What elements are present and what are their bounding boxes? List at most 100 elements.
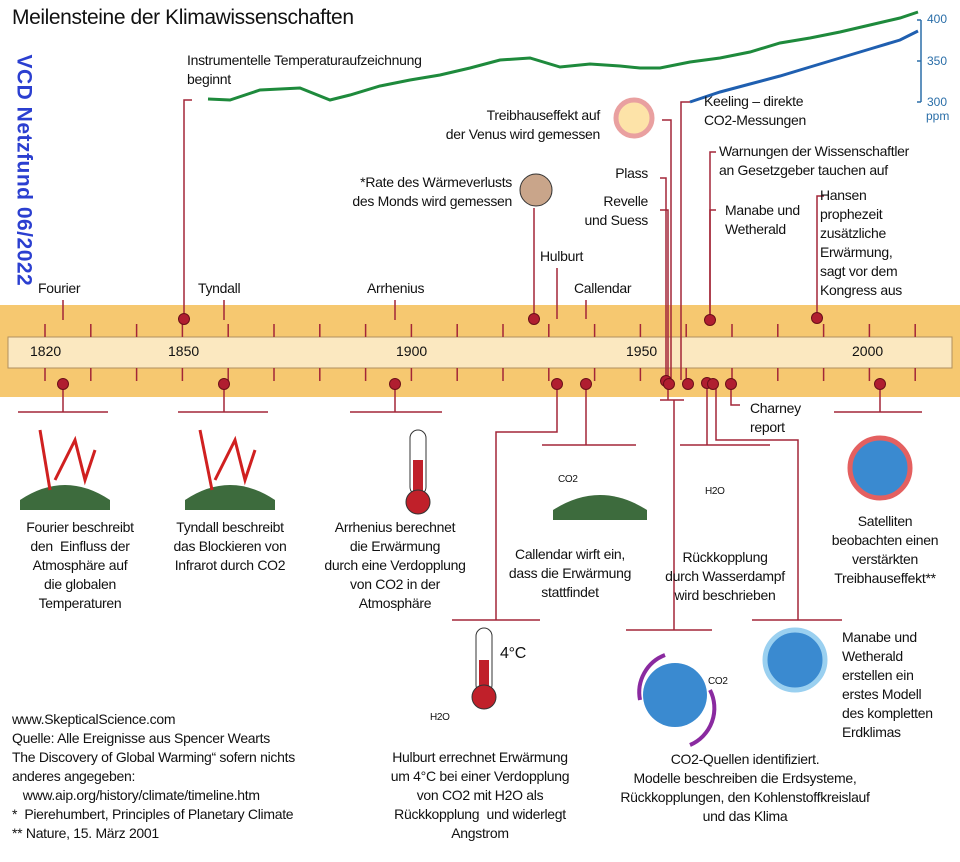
text-line: *Rate des Wärmeverlusts [360,174,512,190]
text-line: Callendar [574,280,632,296]
text-line: dass die Erwärmung [508,565,632,581]
ppm-tick-350: 350 [927,54,948,68]
text-line: durch eine Verdopplung [324,557,466,573]
page-title: Meilensteine der Klimawissenschaften [12,6,354,29]
year-label: 1820 [30,343,62,359]
text-line: Rückkopplung und widerlegt [394,806,566,822]
text-line: Manabe und [725,202,800,218]
text-line: Temperaturen [38,595,122,611]
label-fourier: Fourier [38,279,81,298]
text-line: das Blockieren von [173,538,287,554]
thermometer-4c-icon [471,627,497,710]
four-degrees-label: 4°C [500,645,526,662]
ppm-tick-300: 300 [927,95,948,109]
text-line: Hulburt errechnet Erwärmung [392,749,568,765]
text-line: report [750,419,785,435]
text-line: beginnt [187,71,231,87]
text-line: Treibhauseffekt auf [486,107,601,123]
text-line: Instrumentelle Temperaturaufzeichnung [187,52,422,68]
label-hulburt: Hulburt [540,247,583,266]
year-label: 2000 [852,343,884,359]
venus-icon [613,97,655,139]
text-line: Wetherald [842,648,903,664]
text-line: Angstrom [451,825,509,841]
text-line: Charney [750,400,801,416]
text-line: Atmosphäre [358,595,432,611]
label-arrhenius: Arrhenius [367,279,425,298]
text-line: Arrhenius [367,280,425,296]
text-line: durch Wasserdampf [665,568,785,584]
year-label: 1850 [168,343,200,359]
year-label: 1900 [396,343,428,359]
text-line: prophezeit [820,206,883,222]
text-line: den Einfluss der [30,538,130,554]
infrared-icon [20,429,110,510]
text-line: Kongress aus [820,282,903,298]
label-instrumental: Instrumentelle Temperaturaufzeichnung beg… [187,51,422,89]
earth-satellite-icon [847,435,913,501]
text-line: * Pierehumbert, Principles of Planetary … [12,806,294,822]
text-line: Revelle [603,193,648,209]
text-line: anderes angegeben: [12,768,136,784]
text-line: Tyndall [198,280,241,296]
text-line: Atmosphäre auf [32,557,128,573]
event-dots [57,312,886,390]
text-line: und das Klima [702,808,788,824]
text-line: Modelle beschreiben die Erdsysteme, [633,770,857,786]
climate-model-globe-icon [762,627,828,693]
text-line: www.aip.org/history/climate/timeline.htm [12,787,260,803]
text-line: Callendar wirft ein, [515,546,625,562]
text-line: die globalen [44,576,116,592]
label-revelle-suess: Revelle und Suess [570,192,649,230]
text-line: CO2-Quellen identifiziert. [670,751,820,767]
text-line: Plass [615,165,648,181]
ppm-axis [917,19,922,103]
infrared-co2-icon [185,429,275,510]
text-line: des kompletten [842,705,933,721]
text-line: um 4°C bei einer Verdopplung [390,768,570,784]
text-line: Satelliten [857,513,913,529]
text-line: Treibhauseffekt** [834,570,936,586]
ppm-tick-400: 400 [927,12,948,26]
moon-icon [519,173,553,207]
text-line: sagt vor dem [820,263,898,279]
text-line: an Gesetzgeber tauchen auf [719,162,888,178]
text-line: Infrarot durch CO2 [174,557,286,573]
text-line: Tyndall beschreibt [176,519,284,535]
text-line: ** Nature, 15. März 2001 [12,825,159,841]
caption-co2-quellen: CO2-Quellen identifiziert. Modelle beschr… [590,750,900,826]
text-line: Fourier [38,280,81,296]
text-line: erstellen ein [842,667,914,683]
label-plass: Plass [600,164,648,183]
text-line: von CO2 mit H2O als [416,787,544,803]
text-line: Keeling – direkte [704,93,804,109]
connector-lines [18,99,922,631]
text-line: Wetherald [725,221,786,237]
label-callendar: Callendar [574,279,632,298]
ppm-unit: ppm [926,109,950,123]
text-line: The Discovery of Global Warming“ sofern … [12,749,295,765]
text-line: Manabe und [842,629,917,645]
text-line: und Suess [584,212,649,228]
timeline-bar [7,336,953,369]
co2-curve [689,29,919,104]
caption-hulburt: Hulburt errechnet Erwärmung um 4°C bei ei… [365,748,595,843]
year-ticks [44,324,916,381]
warming-ground-icon [553,495,647,520]
text-line: Warnungen der Wissenschaftler [719,143,909,159]
temperature-curve [207,10,919,102]
h2o-molecule-label: H2O [430,712,450,723]
label-warnungen: Warnungen der Wissenschaftler an Gesetzge… [719,142,909,180]
